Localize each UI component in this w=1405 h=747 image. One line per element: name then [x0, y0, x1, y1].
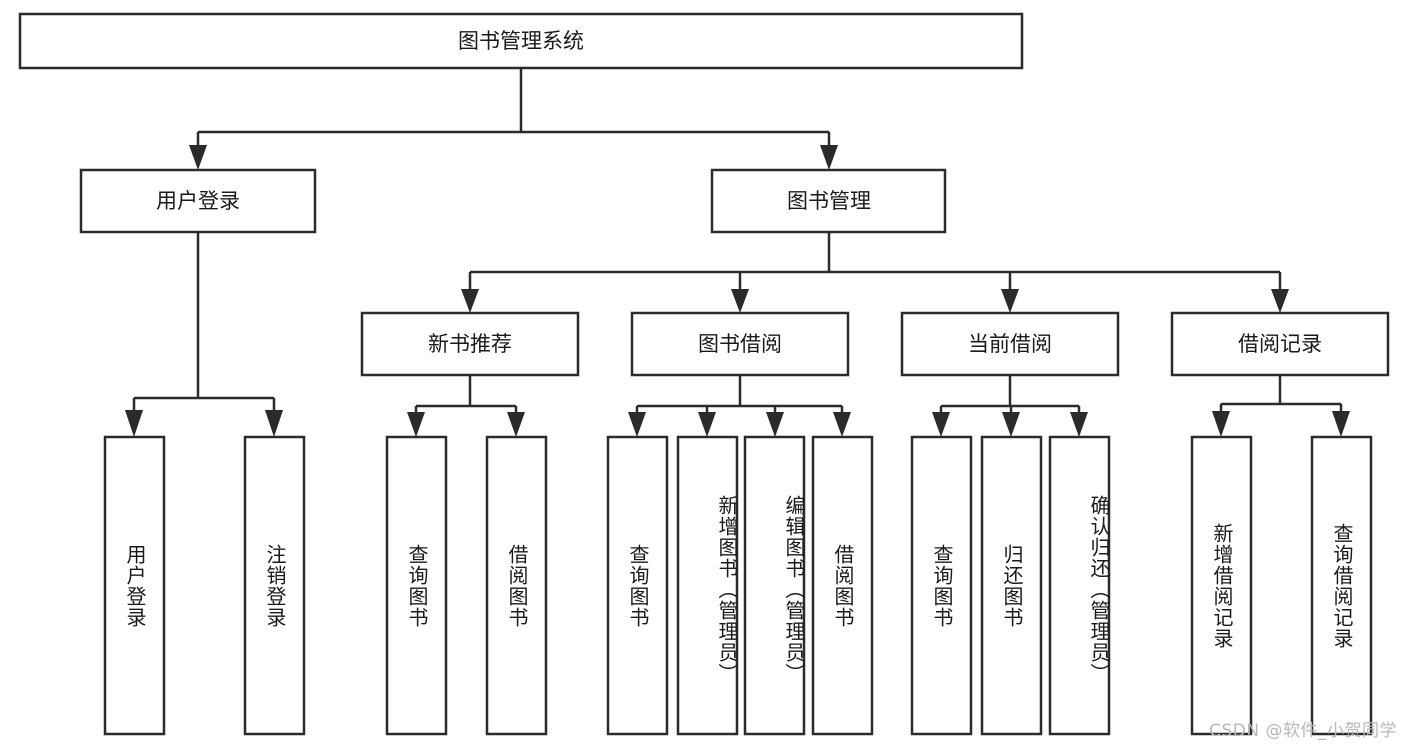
arrowhead-book-borrow — [731, 289, 749, 313]
node-borrow-record-box[interactable] — [1170, 311, 1390, 377]
arrowhead-leaf-query-record — [1332, 411, 1350, 437]
node-leaf-return-book-box[interactable] — [980, 435, 1043, 736]
node-current-borrow-label: 当前借阅 — [968, 332, 1052, 356]
connector-layer — [125, 68, 1350, 437]
arrowhead-leaf-return-book — [1002, 412, 1020, 437]
node-borrow-record[interactable]: 借阅记录 — [1170, 311, 1390, 377]
node-current-borrow-box[interactable] — [900, 311, 1120, 377]
arrowhead-leaf-borrow-book-rec — [507, 412, 525, 437]
node-root-label: 图书管理系统 — [458, 29, 584, 53]
node-new-book-rec[interactable]: 新书推荐 — [360, 311, 580, 377]
node-leaf-user-login-box[interactable] — [103, 435, 166, 736]
node-book-manage-box[interactable] — [710, 168, 947, 234]
arrowhead-new-book-rec — [461, 289, 479, 313]
node-book-manage-label: 图书管理 — [787, 189, 871, 213]
arrowhead-leaf-query-book-cur — [932, 412, 950, 437]
arrowhead-leaf-borrow-book — [833, 412, 851, 437]
node-leaf-borrow-book-box[interactable] — [811, 435, 874, 736]
node-leaf-edit-book-box[interactable] — [743, 435, 806, 736]
node-leaf-add-record-box[interactable] — [1190, 435, 1253, 736]
node-leaf-confirm-return-box[interactable] — [1048, 435, 1111, 736]
node-leaf-borrow-book-rec-box[interactable] — [485, 435, 548, 736]
arrowhead-leaf-confirm-return — [1070, 412, 1088, 437]
arrowhead-leaf-edit-book — [766, 412, 784, 437]
node-user-login[interactable]: 用户登录 — [79, 168, 317, 234]
node-root[interactable]: 图书管理系统 — [18, 12, 1024, 70]
node-book-borrow-box[interactable] — [630, 311, 850, 377]
arrowhead-borrow-record — [1271, 289, 1289, 313]
arrowhead-leaf-add-record — [1212, 411, 1230, 437]
arrowhead-user-login — [189, 145, 207, 170]
csdn-watermark: CSDN @软件_小贺同学 — [1209, 721, 1397, 741]
node-leaf-query-book-rec-box[interactable] — [385, 435, 448, 736]
node-book-borrow-label: 图书借阅 — [698, 332, 782, 356]
arrowhead-leaf-query-book-borrow — [628, 412, 646, 437]
node-new-book-rec-box[interactable] — [360, 311, 580, 377]
node-book-borrow[interactable]: 图书借阅 — [630, 311, 850, 377]
node-root-box[interactable] — [18, 12, 1024, 70]
arrowhead-book-manage — [820, 145, 838, 170]
arrowhead-leaf-add-book — [698, 412, 716, 437]
node-leaf-add-book-box[interactable] — [676, 435, 739, 736]
node-user-login-label: 用户登录 — [156, 189, 240, 213]
node-user-login-box[interactable] — [79, 168, 317, 234]
node-leaf-query-book-borrow-box[interactable] — [606, 435, 669, 736]
node-borrow-record-label: 借阅记录 — [1238, 332, 1322, 356]
node-leaf-query-record-box[interactable] — [1310, 435, 1373, 736]
node-leaf-query-book-cur-box[interactable] — [910, 435, 973, 736]
node-book-manage[interactable]: 图书管理 — [710, 168, 947, 234]
arrowhead-leaf-user-login — [125, 410, 143, 437]
node-current-borrow[interactable]: 当前借阅 — [900, 311, 1120, 377]
arrowhead-current-borrow — [1001, 289, 1019, 313]
leaf-boxes-layer — [103, 435, 1373, 736]
node-new-book-rec-label: 新书推荐 — [428, 332, 512, 356]
arrowhead-leaf-query-book-rec — [407, 412, 425, 437]
arrowhead-leaf-user-logout — [265, 410, 283, 437]
node-leaf-user-logout-box[interactable] — [243, 435, 306, 736]
